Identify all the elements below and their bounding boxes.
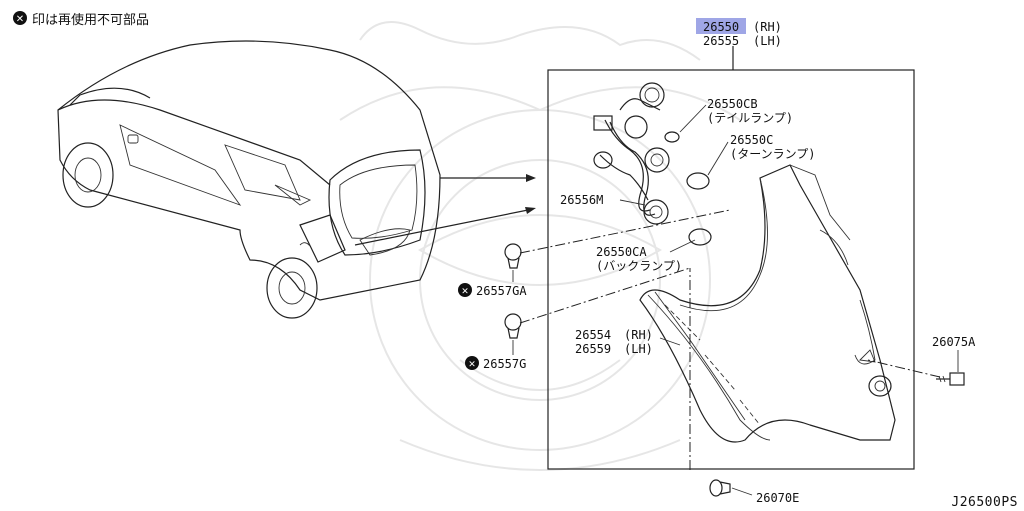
part-side-26559-lh: (LH) — [624, 342, 653, 356]
reference-arrows — [354, 174, 536, 246]
part-desc-back-lamp: (バックランプ) — [596, 259, 682, 273]
part-no-26075a[interactable]: 26075A — [932, 335, 976, 349]
non-reusable-note: ✕ 印は再使用不可部品 — [13, 11, 149, 28]
diagram-code: J26500PS — [951, 495, 1018, 510]
clip-26557g-icon — [504, 313, 522, 355]
non-reusable-mark-icon — [465, 356, 479, 370]
harness-socket-assembly — [593, 82, 712, 246]
non-reusable-mark-icon — [13, 11, 27, 25]
non-reusable-mark-icon — [458, 283, 472, 297]
part-no-26550[interactable]: 26550 — [703, 20, 739, 34]
part-no-26557ga[interactable]: 26557GA — [476, 284, 527, 298]
part-side-lh: (LH) — [753, 34, 782, 48]
part-highlight — [696, 18, 746, 34]
lamp-housing — [639, 164, 896, 443]
part-no-26559[interactable]: 26559 — [575, 342, 611, 356]
assembly-frame — [547, 69, 915, 470]
part-no-26556m[interactable]: 26556M — [560, 193, 603, 207]
part-no-26554[interactable]: 26554 — [575, 328, 611, 342]
watermark-emblem — [339, 21, 741, 471]
part-side-26554-rh: (RH) — [624, 328, 653, 342]
part-no-26550cb[interactable]: 26550CB — [707, 97, 758, 111]
svg-text:✕: ✕ — [16, 14, 24, 25]
part-side-rh: (RH) — [753, 20, 782, 34]
clip-26070e-icon — [709, 479, 753, 497]
part-no-26070e[interactable]: 26070E — [756, 491, 799, 505]
part-no-26550c[interactable]: 26550C — [730, 133, 773, 147]
part-desc-turn-lamp: (ターンランプ) — [730, 147, 816, 161]
part-no-26557g[interactable]: 26557G — [483, 357, 526, 371]
leader-26075a — [867, 359, 941, 378]
part-no-26550ca[interactable]: 26550CA — [596, 245, 647, 259]
part-no-26555[interactable]: 26555 — [703, 34, 739, 48]
leader-26557g — [519, 267, 691, 324]
svg-text:✕: ✕ — [461, 287, 469, 297]
note-text: 印は再使用不可部品 — [32, 12, 149, 28]
vehicle-illustration — [57, 40, 441, 319]
clip-26557ga-icon — [504, 243, 522, 282]
svg-text:✕: ✕ — [468, 360, 476, 370]
part-desc-tail-lamp: (テイルランプ) — [707, 111, 793, 125]
bolt-26075a-icon — [936, 372, 965, 386]
